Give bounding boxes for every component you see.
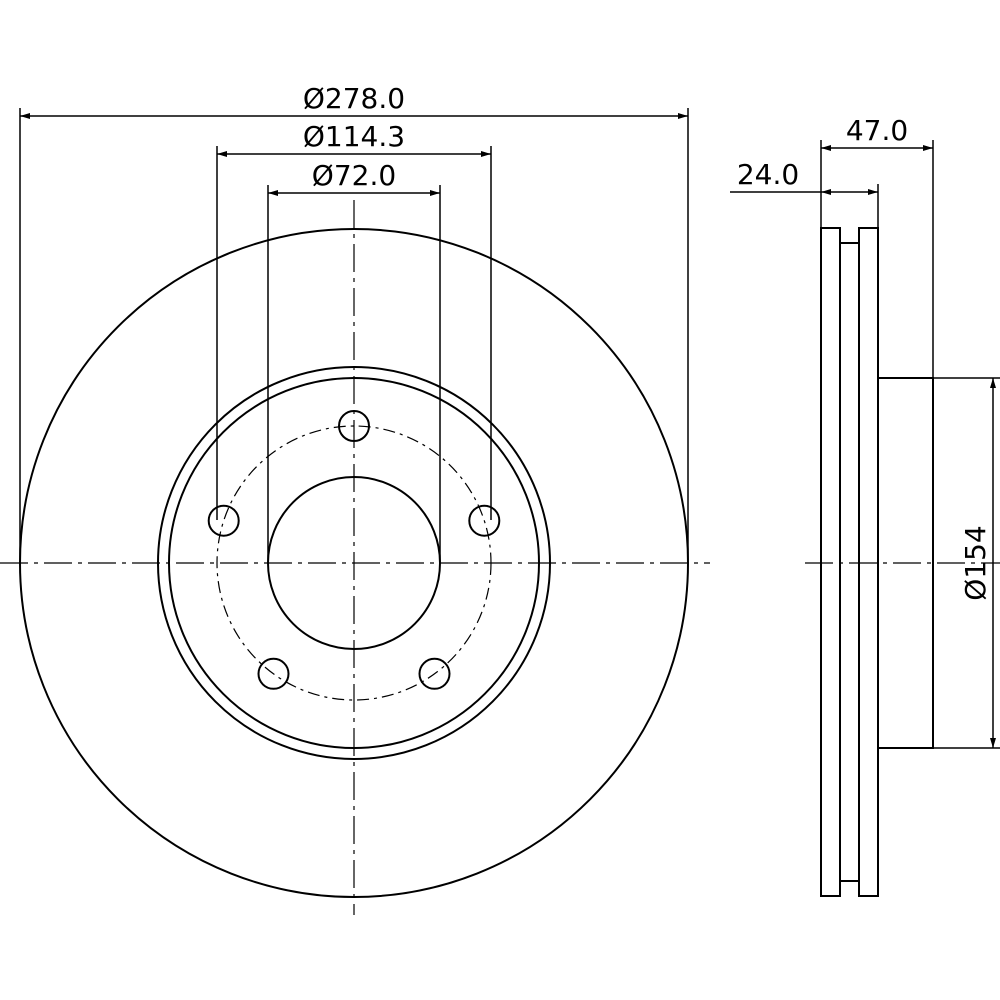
bolt-hole (257, 657, 290, 690)
hat-diameter-label: Ø154 (959, 525, 992, 600)
bolt-hole (207, 504, 240, 537)
bolt-circle-label: Ø114.3 (303, 120, 405, 153)
front-dimensions: Ø278.0 Ø114.3 Ø72.0 (19, 82, 689, 563)
outer-friction-plate (820, 227, 841, 897)
inner-friction-plate (858, 227, 879, 897)
side-view (805, 227, 1000, 897)
bolt-hole (338, 410, 370, 442)
hat-outer-edge (157, 366, 551, 760)
bolt-circle (216, 425, 492, 701)
side-dimensions: 47.0 24.0 Ø154 (730, 114, 1000, 749)
bolt-hole (418, 657, 451, 690)
bolt-hole (468, 504, 501, 537)
vent-gap (839, 242, 860, 882)
front-view (0, 200, 710, 915)
bolt-holes (207, 410, 501, 690)
outer-diameter-label: Ø278.0 (303, 82, 405, 115)
center-bore-label: Ø72.0 (312, 159, 396, 192)
hat-section (877, 377, 934, 749)
thickness-label: 24.0 (737, 158, 799, 191)
total-height-label: 47.0 (846, 114, 908, 147)
hat-inner-edge (168, 377, 540, 749)
